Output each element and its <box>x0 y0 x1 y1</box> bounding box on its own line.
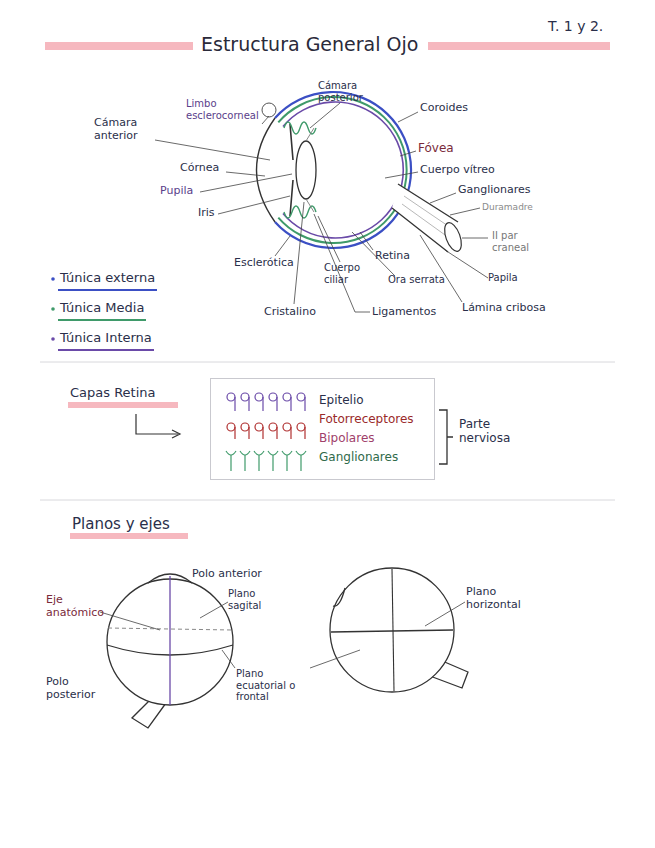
highlight-bar <box>70 533 188 539</box>
legend-line <box>58 289 157 291</box>
retina-layer <box>283 102 403 238</box>
part-label: Plano horizontal <box>466 586 538 611</box>
part-label: Plano ecuatorial o frontal <box>236 668 312 703</box>
globe-right <box>330 568 468 692</box>
iris <box>290 124 293 216</box>
leader-lines <box>155 103 488 312</box>
cell-drawing <box>217 385 317 481</box>
sagittal-plane <box>169 576 170 705</box>
arrow-head <box>172 430 180 438</box>
part-label: Eje anatómico <box>46 594 106 619</box>
limbus <box>262 103 276 117</box>
part-label: Esclerótica <box>234 257 294 270</box>
part-label: Cuerpo vítreo <box>420 164 495 177</box>
legend-text: Túnica Interna <box>60 330 152 345</box>
highlight-bar <box>428 42 610 50</box>
part-label: Papila <box>488 272 518 284</box>
leader-lines <box>100 602 235 668</box>
legend-line <box>58 319 146 321</box>
layer-name: Fotorreceptores <box>319 412 422 426</box>
arrow <box>136 414 178 434</box>
part-label: Córnea <box>180 162 219 175</box>
bracket <box>439 410 453 464</box>
part-label: Cámara posterior <box>318 80 380 103</box>
part-label: Duramadre <box>482 202 533 212</box>
bullet <box>51 337 55 341</box>
axis-line <box>108 628 232 630</box>
part-label: T. 1 y 2. <box>548 18 603 34</box>
part-label: Cuerpo ciliar <box>324 262 372 285</box>
vertical-plane <box>392 569 394 691</box>
part-label: Pupila <box>160 185 193 198</box>
separator <box>40 500 615 501</box>
part-label: Iris <box>198 207 215 220</box>
bullet <box>51 277 55 281</box>
part-label: Polo anterior <box>192 568 262 581</box>
legend-text: Túnica externa <box>60 270 155 285</box>
part-label: Lámina cribosa <box>462 302 546 315</box>
highlight-bar <box>45 42 193 50</box>
ligaments <box>306 128 314 212</box>
part-label: Ligamentos <box>372 306 436 319</box>
part-label: Parte nerviosa <box>459 418 525 446</box>
legend-line <box>58 349 154 351</box>
part-label: Retina <box>375 250 410 263</box>
part-label: Ganglionares <box>458 184 531 197</box>
retina-layers-box: EpitelioFotorreceptoresBipolaresGanglion… <box>210 378 435 480</box>
part-label: Cristalino <box>264 306 316 319</box>
bullet <box>51 307 55 311</box>
part-label: Planos y ejes <box>72 516 170 533</box>
layer-name: Epitelio <box>319 393 422 407</box>
layer-name: Ganglionares <box>319 450 422 464</box>
part-label: II par craneal <box>492 230 548 253</box>
part-label: Plano sagital <box>228 588 278 611</box>
lens <box>296 141 316 199</box>
globe-left <box>107 574 233 728</box>
nerve-end <box>441 221 464 254</box>
part-label: Limbo esclerocorneal <box>186 98 264 121</box>
part-label: Polo posterior <box>46 676 102 701</box>
part-label: Ora serrata <box>388 274 445 286</box>
highlight-bar <box>68 402 178 408</box>
page-title: Estructura General Ojo <box>201 33 418 55</box>
legend-text: Túnica Media <box>60 300 144 315</box>
leader-line <box>425 602 465 626</box>
sclera-layer <box>275 92 411 248</box>
part-label: Coroides <box>420 102 468 115</box>
cornea <box>257 118 276 222</box>
part-label: Fóvea <box>418 142 454 156</box>
part-label: Capas Retina <box>70 386 156 401</box>
horizontal-plane <box>331 630 453 632</box>
separator <box>40 362 615 363</box>
choroid-layer <box>278 97 406 243</box>
leader-line <box>310 650 360 668</box>
part-label: Cámara anterior <box>94 117 156 142</box>
layer-name: Bipolares <box>319 431 422 445</box>
